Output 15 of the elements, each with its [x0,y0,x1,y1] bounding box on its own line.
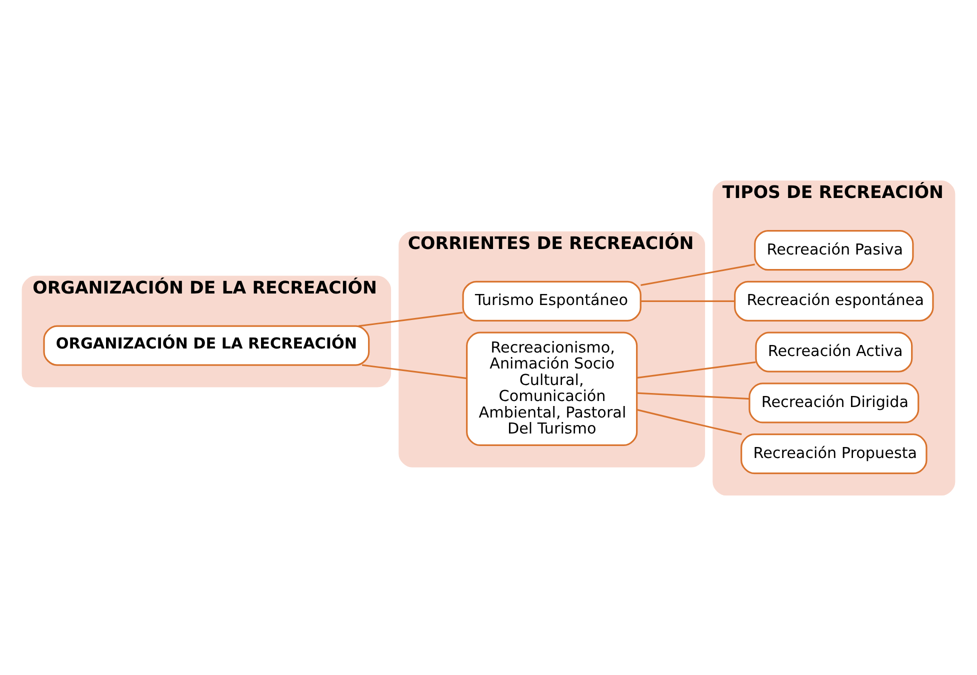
node-box: Recreación Dirigida [748,382,920,423]
node-box: Turismo Espontáneo [462,280,642,321]
node-box: Recreación Propuesta [740,433,928,474]
connector [637,408,742,435]
node-box: ORGANIZACIÓN DE LA RECREACIÓN [43,324,370,366]
connector [358,311,463,326]
node-box: Recreación Pasiva [754,230,914,270]
node-box: Recreacionismo, Animación Socio Cultural, Comunicación Ambiental, Pastoral Del Turismo [466,331,638,446]
connector [636,392,750,400]
node-box: Recreación Activa [755,331,913,372]
connector [640,263,755,286]
connector [640,300,735,302]
connector [362,364,467,379]
connector [636,360,756,378]
node-box: Recreación espontánea [734,280,934,321]
